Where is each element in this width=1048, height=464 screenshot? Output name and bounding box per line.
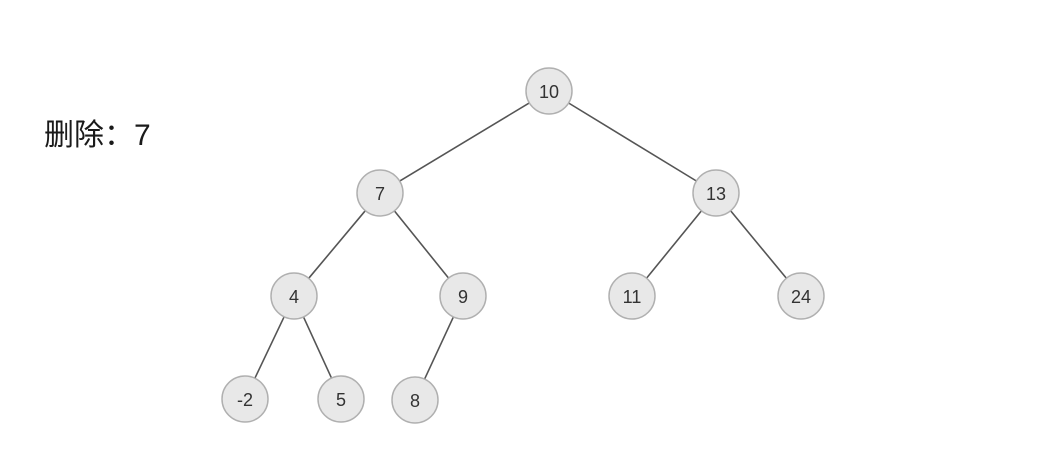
tree-edge	[254, 316, 285, 379]
tree-node: 13	[692, 169, 740, 217]
tree-node-circle	[525, 67, 573, 115]
tree-node: 8	[391, 376, 439, 424]
tree-edge	[645, 210, 703, 279]
tree-node-circle	[439, 272, 487, 320]
delete-caption: 删除：7	[44, 116, 151, 156]
tree-node: 7	[356, 169, 404, 217]
tree-edge	[729, 210, 788, 279]
tree-node: 24	[777, 272, 825, 320]
tree-edge	[423, 316, 455, 380]
delete-caption-prefix: 删除：	[44, 118, 134, 153]
tree-node-label: 5	[336, 390, 346, 410]
tree-node-label: 9	[458, 287, 468, 307]
tree-node-circle	[391, 376, 439, 424]
tree-node: 4	[270, 272, 318, 320]
tree-node-label: -2	[237, 390, 253, 410]
tree-node-circle	[692, 169, 740, 217]
tree-node: -2	[221, 375, 269, 423]
tree-node-label: 7	[375, 184, 385, 204]
tree-node: 10	[525, 67, 573, 115]
tree-node-circle	[608, 272, 656, 320]
tree-edge	[568, 102, 697, 182]
tree-node-label: 10	[539, 82, 559, 102]
tree-node-label: 24	[791, 287, 811, 307]
tree-edge	[399, 102, 530, 182]
tree-edge	[393, 210, 450, 279]
tree-edges	[254, 102, 788, 380]
tree-node-label: 8	[410, 391, 420, 411]
tree-node: 5	[317, 375, 365, 423]
tree-node: 9	[439, 272, 487, 320]
tree-node-circle	[777, 272, 825, 320]
tree-edge	[308, 210, 366, 279]
tree-node-circle	[221, 375, 269, 423]
tree-nodes: 10 7 13 4 9 11 24 -2 5 8	[221, 67, 825, 424]
tree-node-label: 13	[706, 184, 726, 204]
delete-caption-value: 7	[134, 119, 151, 152]
tree-node-label: 11	[623, 287, 642, 307]
tree-node-circle	[317, 375, 365, 423]
tree-node: 11	[608, 272, 656, 320]
tree-node-circle	[356, 169, 404, 217]
tree-node-circle	[270, 272, 318, 320]
tree-edge	[302, 316, 333, 379]
tree-node-label: 4	[289, 287, 299, 307]
